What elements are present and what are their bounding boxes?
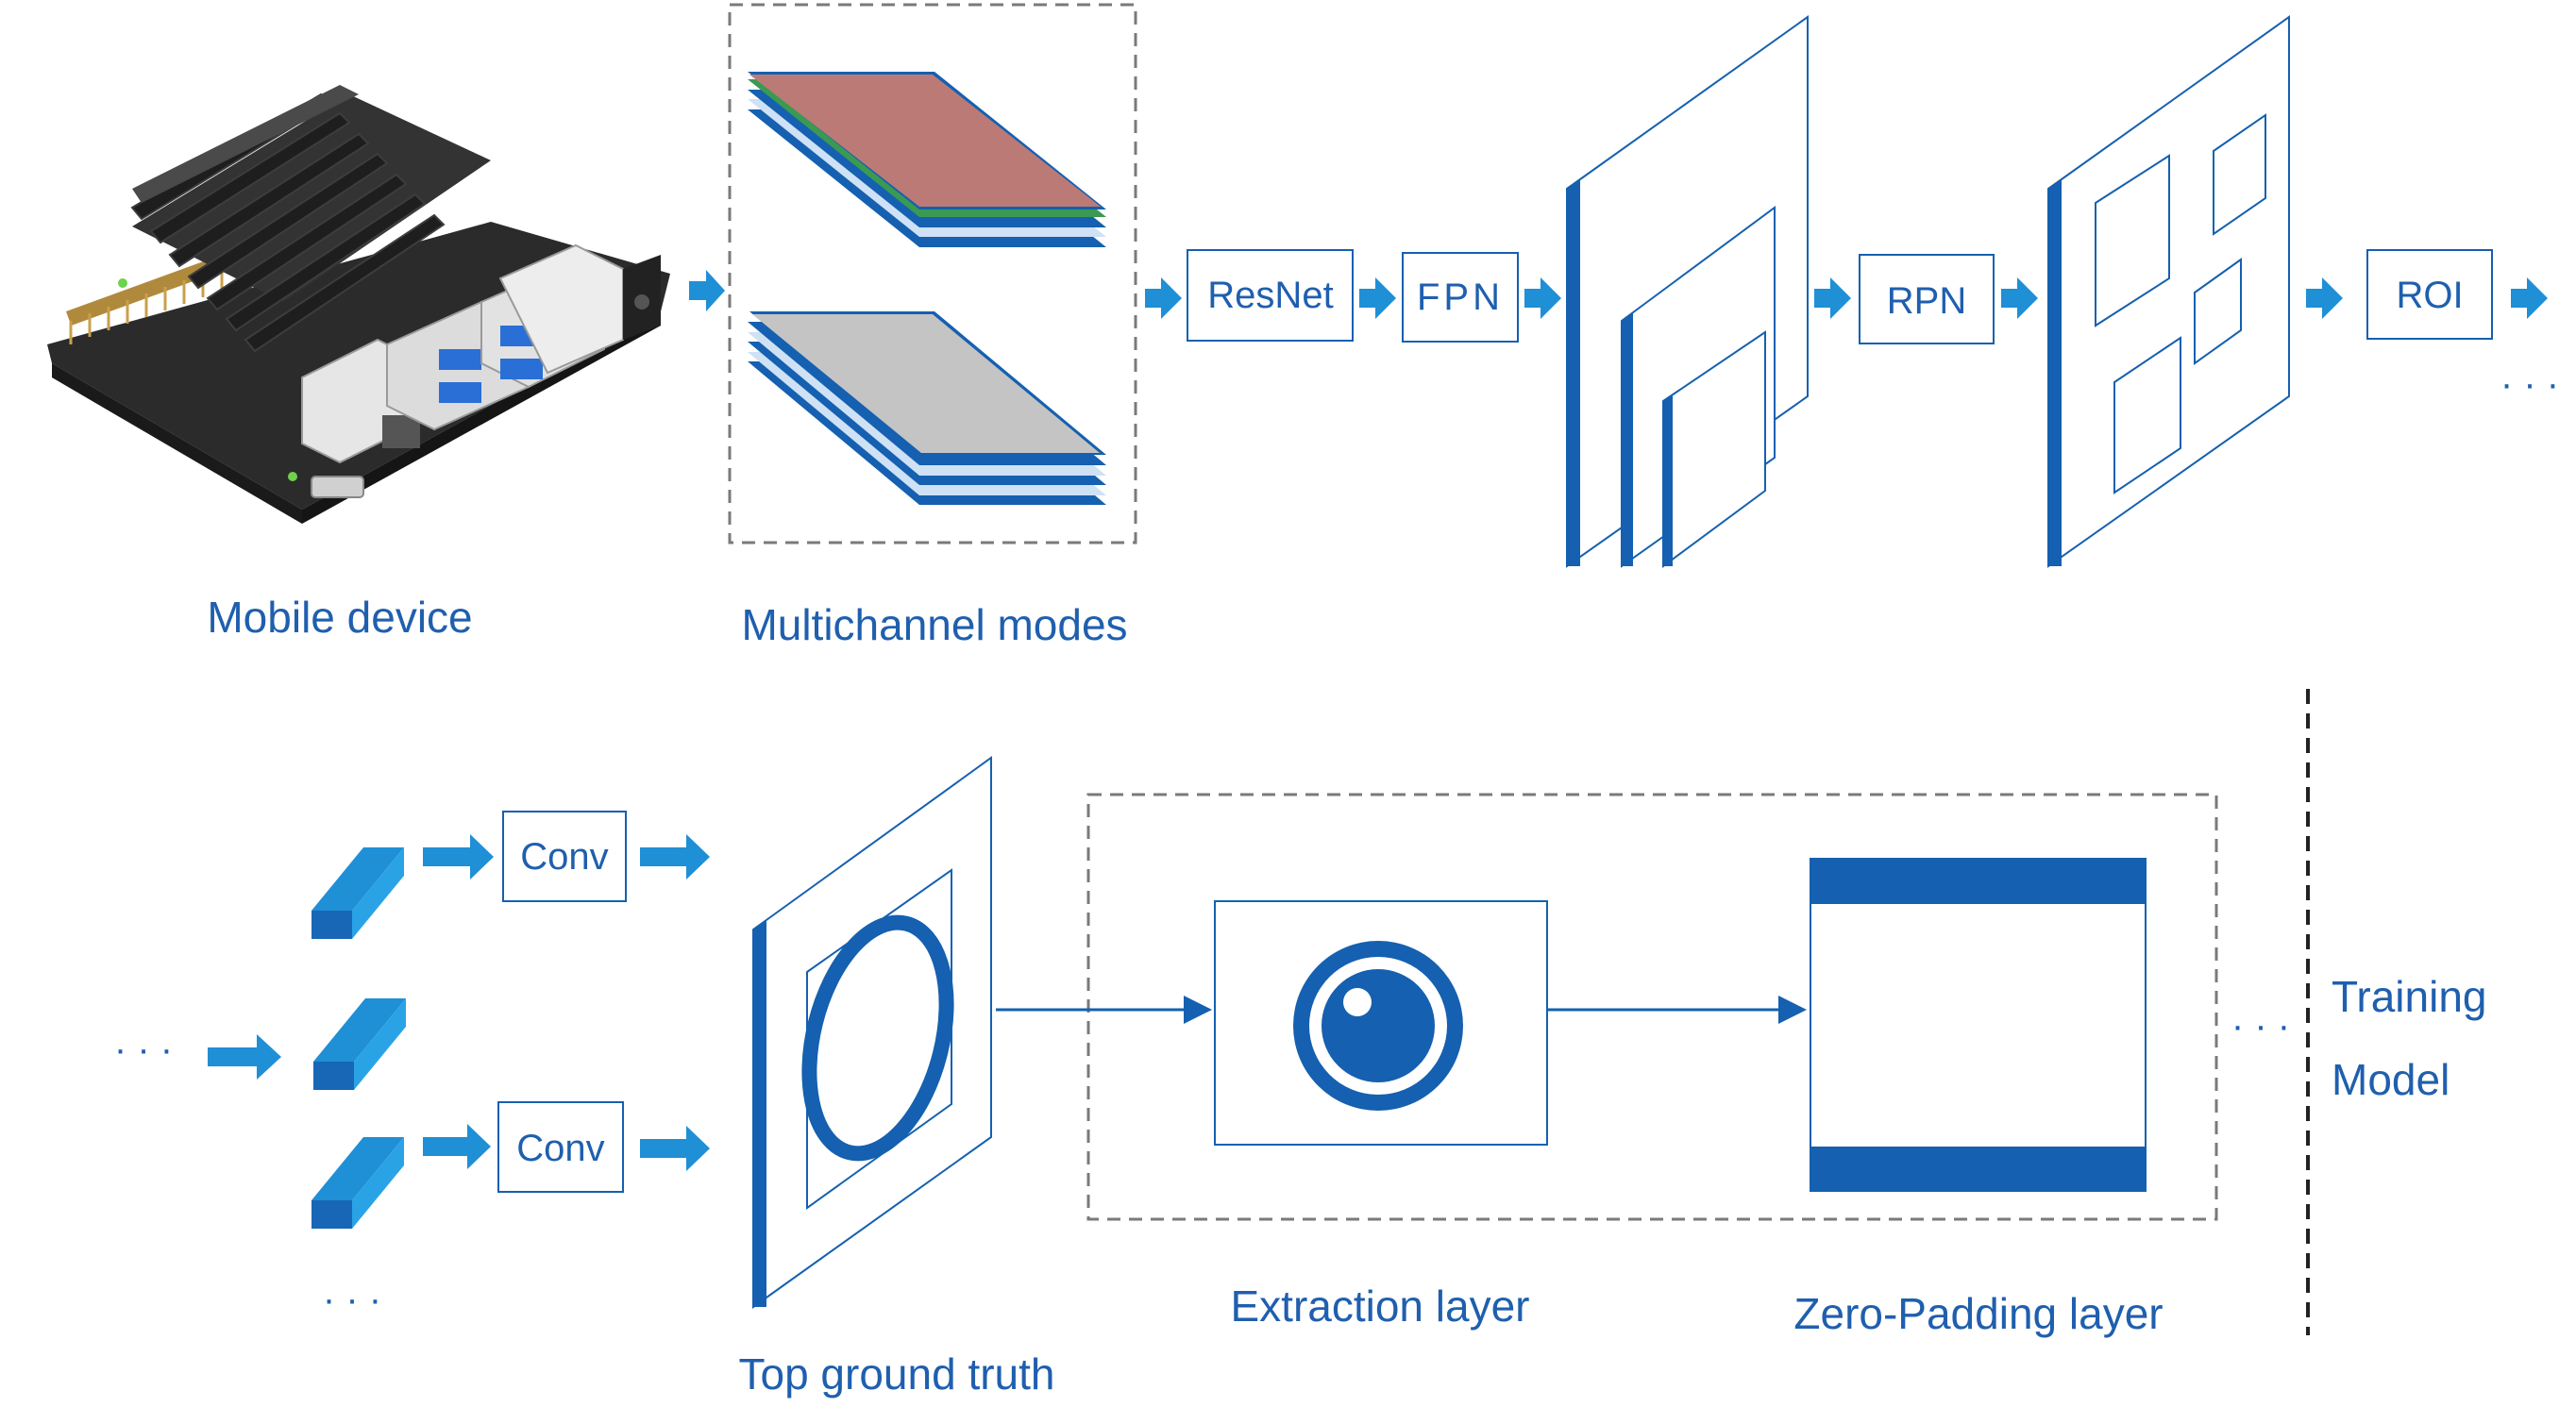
multichannel-box [728,3,1137,544]
mid-ellipsis: · · · [2231,1005,2290,1047]
ground-truth-plane [752,756,992,1309]
feature-pyramid [1566,15,1809,568]
arrow-to-rpn [1814,277,1851,319]
resnet-box [1187,249,1354,342]
rpn-box [1859,254,1995,344]
feature-vector-top [311,847,404,939]
multichannel-label: Multichannel modes [741,600,1127,649]
feature-vector-bottom [311,1137,404,1229]
top-continuation: · · · [2500,363,2559,405]
jetson-board-icon [47,85,670,524]
arrow-to-conv-top [423,834,494,879]
conv-bottom-label: Conv [516,1128,604,1169]
extraction-label: Extraction layer [1230,1281,1529,1331]
resnet-label: ResNet [1207,275,1333,316]
zero-padding-label: Zero-Padding layer [1793,1289,2163,1338]
bottom-ellipsis: · · · [323,1279,381,1320]
fpn-box [1402,252,1519,343]
arrow-from-conv-top [640,834,710,879]
roi-label: ROI [2396,275,2463,316]
rpn-label: RPN [1887,280,1966,322]
arrow-to-conv-bottom [423,1124,491,1169]
eye-icon [1293,941,1463,1111]
arrow-to-resnet [1145,277,1182,319]
feature-vector-middle [313,998,406,1090]
arrow-to-middle-vector [208,1034,281,1080]
model-label: Model [2332,1055,2450,1104]
conv-bottom-box [497,1101,624,1193]
zero-padding-block [1810,858,2147,1192]
arrow-from-conv-bottom [640,1126,710,1171]
region-proposals-plane [2047,15,2290,568]
conv-top-box [502,811,627,902]
arrow-to-pyramid [1524,277,1561,319]
gray-layer-stack [748,311,1106,505]
left-ellipsis: · · · [114,1029,173,1070]
colored-layer-stack [748,72,1106,247]
arrow-device-to-modes [689,270,725,311]
arrow-to-proposals [2001,277,2038,319]
arrow-from-roi [2511,277,2548,319]
roi-box [2366,249,2493,340]
arrow-to-fpn [1359,277,1396,319]
conv-top-label: Conv [520,836,608,878]
ground-truth-label: Top ground truth [738,1349,1054,1399]
arrow-to-roi [2306,277,2343,319]
extraction-padding-box [1086,793,2218,1221]
device-label: Mobile device [207,593,472,642]
training-label: Training [2332,972,2486,1021]
fpn-label: FPN [1417,276,1504,318]
